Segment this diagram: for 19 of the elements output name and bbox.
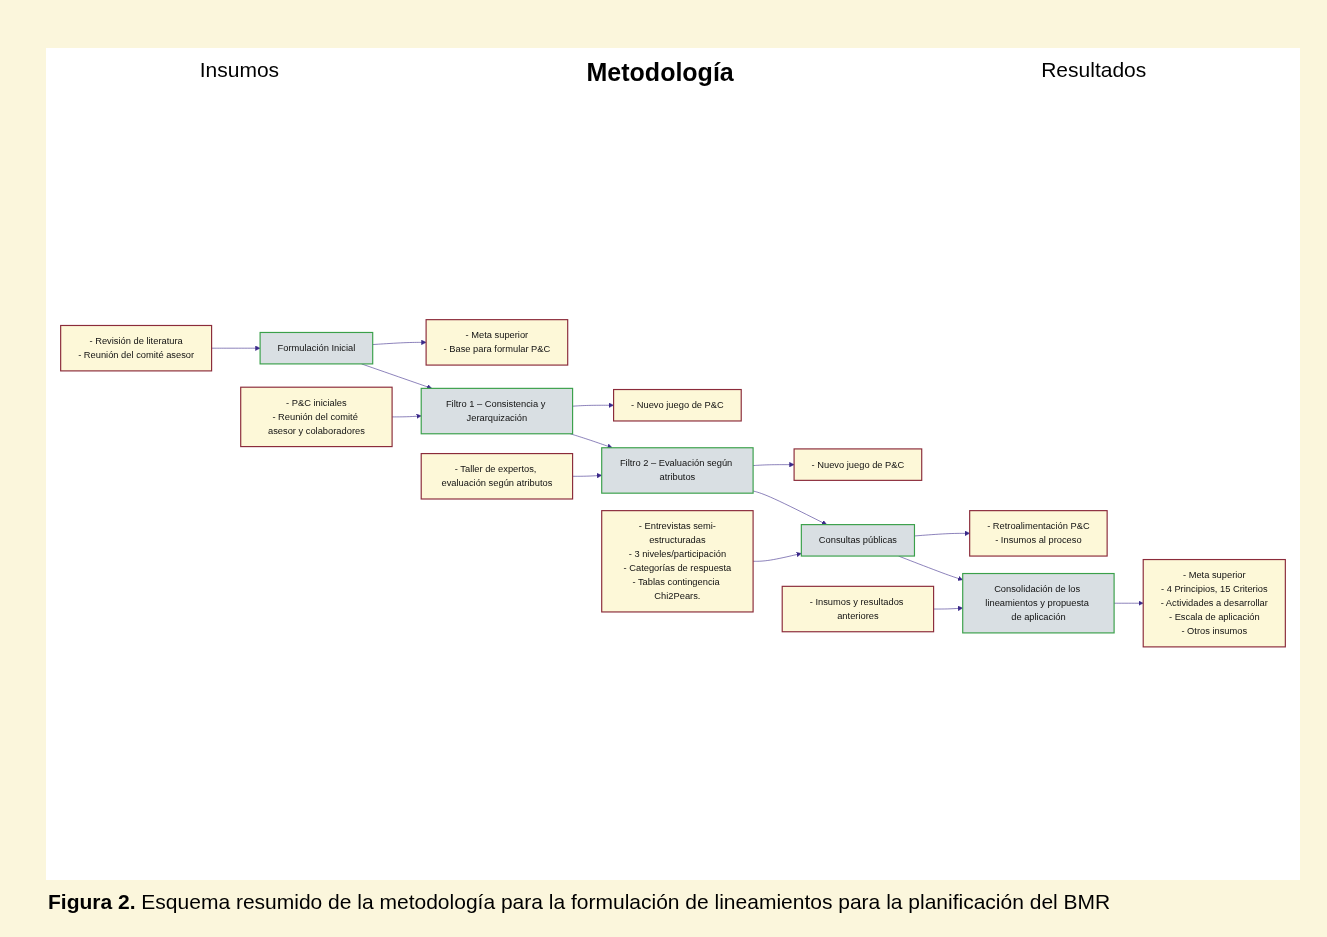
node-box: Consultas públicas	[800, 523, 916, 557]
node-box: - Nuevo juego de P&C	[793, 448, 923, 481]
node-box: - Entrevistas semi-estructuradas - 3 niveles/participación - Categorías de respuesta - Tablas contingencia Chi2Pears.	[601, 509, 754, 613]
node-box: Formulación Inicial	[259, 331, 374, 365]
node-box: Consolidación de los lineamientos y propuesta de aplicación	[962, 572, 1115, 634]
column-heading: Metodología	[586, 58, 734, 87]
node-box: - Taller de expertos, evaluación según atributos	[420, 452, 574, 500]
node-box: - Meta superior - 4 Principios, 15 Criterios - Actividades a desarrollar - Escala de aplicación - Otros insumos	[1142, 558, 1286, 648]
node-box: Filtro 2 – Evaluación según atributos	[601, 446, 754, 494]
node-box: - Revisión de literatura - Reunión del comité asesor	[60, 324, 213, 372]
column-heading: Insumos	[199, 58, 280, 83]
node-box: - Meta superior - Base para formular P&C	[425, 318, 569, 366]
node-box: - Retroalimentación P&C - Insumos al proceso	[969, 509, 1108, 557]
node-box: - Nuevo juego de P&C	[613, 388, 742, 422]
node-box: - P&C iniciales - Reunión del comité asesor y colaboradores	[240, 386, 393, 447]
node-box: Filtro 1 – Consistencia y Jerarquización	[420, 387, 574, 435]
figure-caption: Figura 2. Esquema resumido de la metodología para la formulación de lineamientos para la planificación del BMR	[48, 890, 1111, 914]
column-heading: Resultados	[1041, 58, 1147, 83]
node-box: - Insumos y resultados anteriores	[781, 585, 935, 633]
